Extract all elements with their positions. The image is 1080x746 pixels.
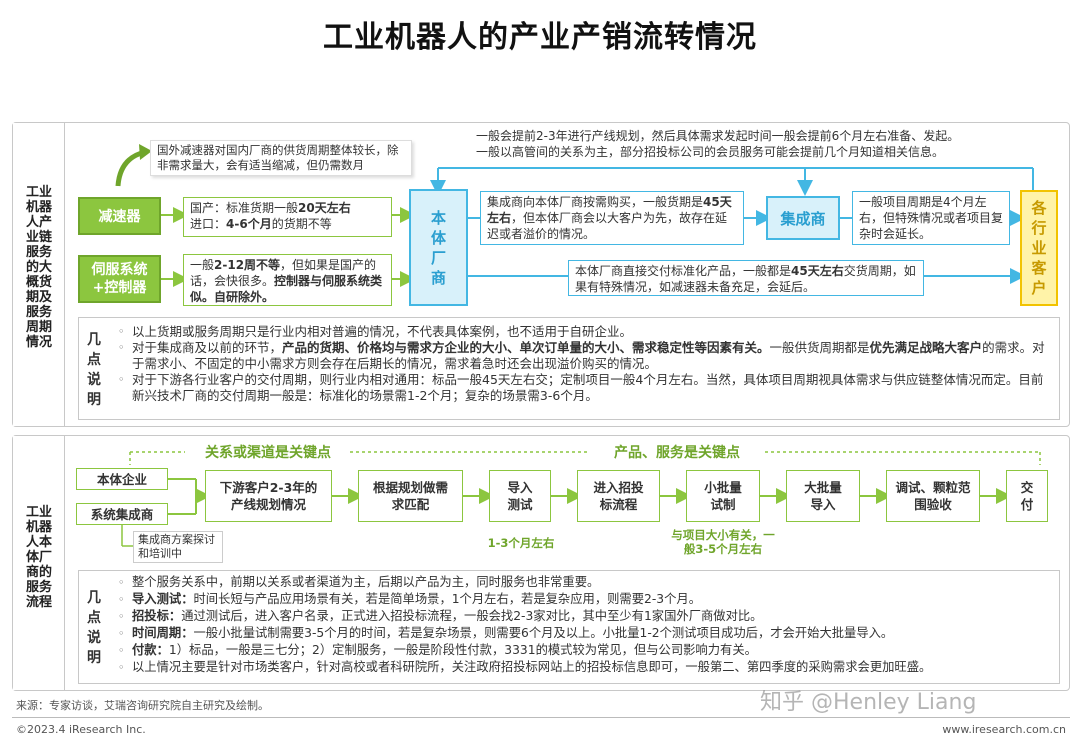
note-item: 整个服务关系中，前期以关系或者渠道为主，后期以产品为主，同时服务也非常重要。 bbox=[118, 574, 1054, 591]
section1-notes-text: 以上货期或服务周期只是行业内相对普遍的情况，不代表具体案例，也不适用于自研企业。… bbox=[118, 324, 1054, 404]
note-item: 时间周期：一般小批量试制需要3-5个月的时间，若是复杂场景，则需要6个月及以上。… bbox=[118, 625, 1054, 642]
section-supply-cycle bbox=[12, 122, 1070, 427]
reducer-import-note: 国外减速器对国内厂商的供货周期整体较长，除非需求量大，会有适当缩减，但仍需数月 bbox=[150, 140, 412, 176]
step-large-batch: 大批量导入 bbox=[786, 470, 860, 522]
note-item: 对于下游各行业客户的交付周期，则行业内相对通用：标品一般45天左右交；定制项目一… bbox=[118, 372, 1054, 404]
planning-note: 一般会提前2-3年进行产线规划，然后具体需求发起时间一般会提前6个月左右准备、发… bbox=[476, 129, 960, 159]
note-item: 付款：1）标品，一般是三七分；2）定制服务，一般是阶段性付款，3331的模式较为… bbox=[118, 642, 1054, 659]
note-item: 以上货期或服务周期只是行业内相对普遍的情况，不代表具体案例，也不适用于自研企业。 bbox=[118, 324, 1054, 340]
servo-controller-box: 伺服系统+控制器 bbox=[78, 255, 161, 303]
note-item: 对于集成商及以前的环节，产品的货期、价格均与需求方企业的大小、单次订单量的大小、… bbox=[118, 340, 1054, 372]
start-body-enterprise: 本体企业 bbox=[76, 468, 168, 490]
step-import-test: 导入测试 bbox=[489, 470, 551, 522]
maker-to-integrator-desc: 集成商向本体厂商按需购买，一般货期是45天左右，但本体厂商会以大客户为先，故存在… bbox=[480, 191, 744, 245]
watermark: 知乎 @Henley Liang bbox=[760, 690, 977, 715]
integrator-box: 集成商 bbox=[766, 196, 840, 240]
footer-divider bbox=[12, 717, 1070, 718]
section1-sidebar bbox=[13, 123, 65, 426]
step-small-batch: 小批量试制 bbox=[686, 470, 760, 522]
step-bidding: 进入招投标流程 bbox=[577, 470, 660, 522]
section2-side-label: 工业机器人本体厂商的服务流程 bbox=[25, 505, 52, 610]
note-item: 以上情况主要是针对市场类客户，针对高校或者科研院所，关注政府招投标网站上的招投标… bbox=[118, 659, 1054, 676]
small-batch-duration-label: 与项目大小有关，一般3-5个月左右 bbox=[671, 528, 775, 556]
integrator-discussion-note: 集成商方案探讨和培训中 bbox=[133, 531, 223, 563]
reducer-box: 减速器 bbox=[78, 197, 161, 235]
section1-notes-label: 几点说明 bbox=[87, 332, 101, 408]
direct-delivery-desc: 本体厂商直接交付标准化产品，一般都是45天左右交货周期，如果有特殊情况，如减速器… bbox=[568, 260, 924, 296]
step-delivery: 交付 bbox=[1006, 470, 1048, 522]
industry-customers-box: 各行业客户 bbox=[1020, 190, 1058, 306]
step-debug-acceptance: 调试、颗粒范围验收 bbox=[886, 470, 980, 522]
integrator-desc: 一般项目周期是4个月左右，但特殊情况或者项目复杂时会延长。 bbox=[852, 191, 1010, 245]
step-planning: 下游客户2-3年的产线规划情况 bbox=[205, 470, 332, 522]
servo-desc: 一般2-12周不等，但如果是国产的话，会快很多。控制器与伺服系统类似。自研除外。 bbox=[183, 254, 392, 306]
step-demand-matching: 根据规划做需求匹配 bbox=[358, 470, 463, 522]
note-item: 导入测试：时间长短与产品应用场景有关，若是简单场景，1个月左右，若是复杂应用，则… bbox=[118, 591, 1054, 608]
note-item: 招投标：通过测试后，进入客户名录，正式进入招投标流程，一般会找2-3家对比，其中… bbox=[118, 608, 1054, 625]
relation-key-label: 关系或渠道是关键点 bbox=[205, 445, 331, 461]
body-maker-box: 本体厂商 bbox=[409, 189, 468, 306]
section2-notes-text: 整个服务关系中，前期以关系或者渠道为主，后期以产品为主，同时服务也非常重要。 导… bbox=[118, 574, 1054, 676]
section2-notes-label: 几点说明 bbox=[87, 590, 101, 666]
page-title: 工业机器人的产业产销流转情况 bbox=[323, 20, 757, 55]
copyright: ©2023.4 iResearch Inc. bbox=[16, 723, 146, 736]
section2-sidebar bbox=[13, 436, 65, 690]
footer-url: www.iresearch.com.cn bbox=[942, 723, 1066, 736]
reducer-desc: 国产：标准货期一般20天左右 进口：4-6个月的货期不等 bbox=[183, 197, 392, 237]
source-note: 来源：专家访谈，艾瑞咨询研究院自主研究及绘制。 bbox=[16, 699, 269, 712]
test-duration-label: 1-3个月左右 bbox=[487, 536, 555, 550]
section-service-flow bbox=[12, 435, 1070, 691]
section1-side-label: 工业机器人产业链服务的大概货期及服务周期情况 bbox=[25, 185, 52, 350]
product-key-label: 产品、服务是关键点 bbox=[614, 445, 740, 461]
start-system-integrator: 系统集成商 bbox=[76, 503, 168, 525]
